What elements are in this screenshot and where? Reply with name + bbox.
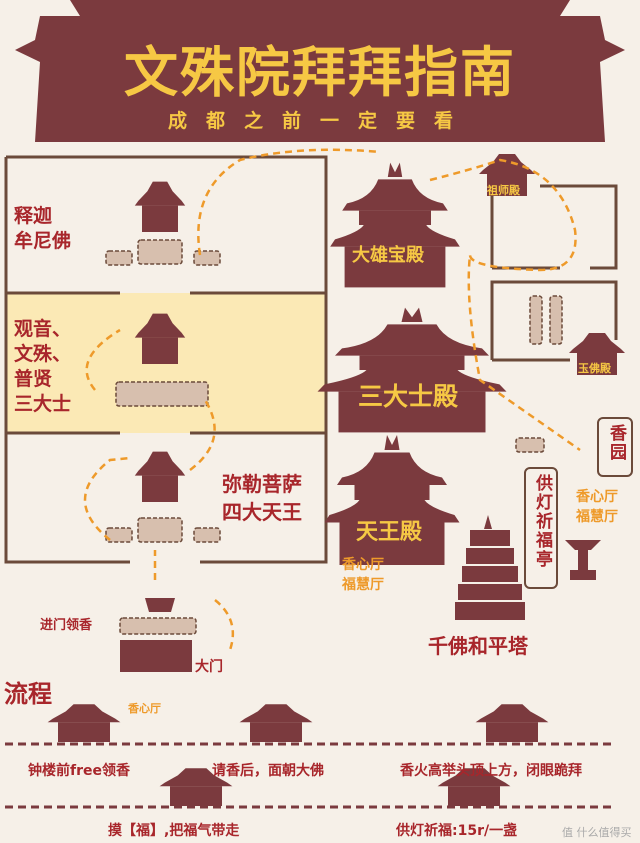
process-step-1: 钟楼前free领香 — [28, 763, 130, 779]
line: 观音、 — [14, 318, 72, 340]
process-step-4: 摸【福】,把福气带走 — [108, 823, 240, 839]
label-xiangyuan: 香园 — [606, 424, 626, 462]
page-subtitle: 成都之前一定要看 — [167, 110, 472, 132]
process-lines — [5, 742, 615, 809]
hall-yufo[interactable]: 玉佛殿 — [578, 362, 611, 375]
label-maitreya: 弥勒菩萨 四大天王 — [222, 470, 302, 526]
route-lines — [83, 148, 581, 651]
process-step-5: 供灯祈福:15r/一盏 — [396, 823, 518, 839]
line: 三大士 — [14, 393, 72, 415]
label-gongdeng: 供灯祈福亭 — [532, 474, 552, 569]
line: 福慧厅 — [342, 577, 384, 593]
line: 文殊、 — [14, 343, 72, 365]
process-step-3: 香火高举头顶上方，闭眼跪拜 — [400, 763, 582, 779]
header-banner — [15, 0, 625, 142]
hall-sandashi[interactable]: 三大士殿 — [358, 382, 459, 411]
watermark: 值 什么值得买 — [562, 826, 632, 839]
line: 普贤 — [14, 368, 53, 390]
label-xiangxin: 香心厅 — [128, 702, 161, 715]
label-tianwang-side: 香心厅 福慧厅 — [342, 555, 384, 595]
label-entrance-incense: 进门领香 — [40, 618, 93, 633]
hall-tianwang[interactable]: 天王殿 — [356, 520, 423, 545]
hall-daxiong[interactable]: 大雄宝殿 — [352, 245, 424, 266]
process-title: 流程 — [4, 680, 52, 708]
process-step-2: 请香后，面朝大佛 — [212, 763, 324, 779]
page-title: 文殊院拜拜指南 — [124, 41, 516, 104]
label-three-bodhisattvas: 观音、 文殊、 普贤 三大士 — [14, 317, 71, 417]
temple-icons — [120, 154, 625, 672]
line: 福慧厅 — [576, 509, 618, 525]
cushions — [105, 239, 563, 635]
line: 弥勒菩萨 — [222, 472, 302, 496]
label-gate: 大门 — [195, 659, 223, 675]
label-shakyamuni: 释迦 牟尼佛 — [14, 205, 72, 252]
hall-zushi[interactable]: 祖师殿 — [487, 184, 520, 197]
label-right-side: 香心厅 福慧厅 — [576, 487, 618, 527]
label-pagoda: 千佛和平塔 — [428, 634, 528, 658]
process-temples — [47, 704, 549, 806]
line: 香心厅 — [342, 557, 384, 573]
line: 四大天王 — [222, 500, 302, 524]
line: 香心厅 — [576, 489, 618, 505]
